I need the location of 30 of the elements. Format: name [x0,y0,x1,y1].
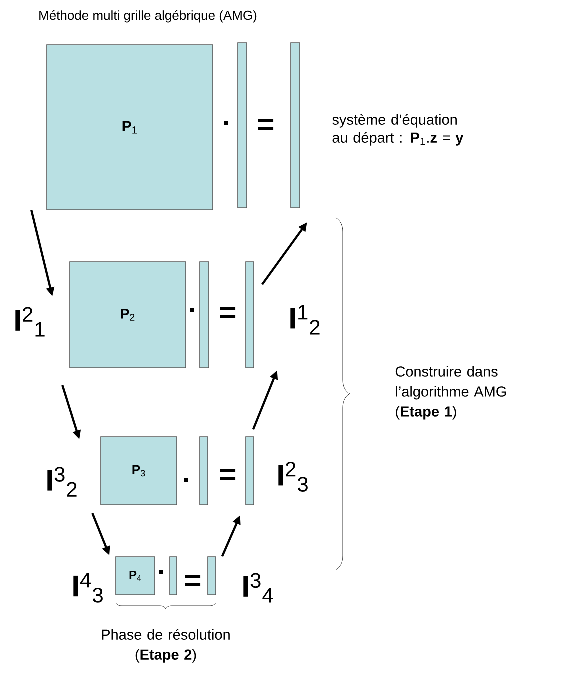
equals-sign: = [220,469,236,481]
vector-bar [200,262,210,368]
note-text: Phase de résolution (Etape 2) [102,629,230,663]
title: Méthode multi grille algébrique (AMG) [40,10,257,23]
equals-sign: = [220,307,236,319]
matrix-box: P$_{2}$ [70,262,186,368]
vector-bar [200,436,208,506]
operator-label: I$^{3}$2 [48,467,77,497]
matrix-box: P$_{4}$ [116,556,156,596]
equals-sign: = [185,575,201,587]
vector-bar [290,42,300,208]
vector-bar [246,436,254,506]
dot-sign: · [190,308,194,312]
vector-bar [170,556,178,596]
operator-label: I$^{2}$3 [278,462,308,492]
operator-label: I$^{2}$1 [16,307,45,337]
dot-sign: · [224,121,228,126]
equals-sign: = [258,119,274,131]
note-text: système d’équation au départ : P$_{1}$.z = y [332,114,464,146]
operator-label: I$^{4}$3 [74,573,103,603]
note-text: Construire dans l’algorithme AMG (Etape 1) [396,366,506,420]
vector-bar [238,42,248,208]
dot-sign: · [159,570,164,574]
matrix-box: P$_{1}$ [46,44,214,210]
dot-sign: · [184,478,188,482]
vector-bar [246,262,254,368]
operator-label: I$^{3}$4 [244,573,274,603]
operator-label: I$^{1}$2 [290,305,320,335]
vector-bar [208,556,216,596]
matrix-box: P$_{3}$ [100,436,178,506]
